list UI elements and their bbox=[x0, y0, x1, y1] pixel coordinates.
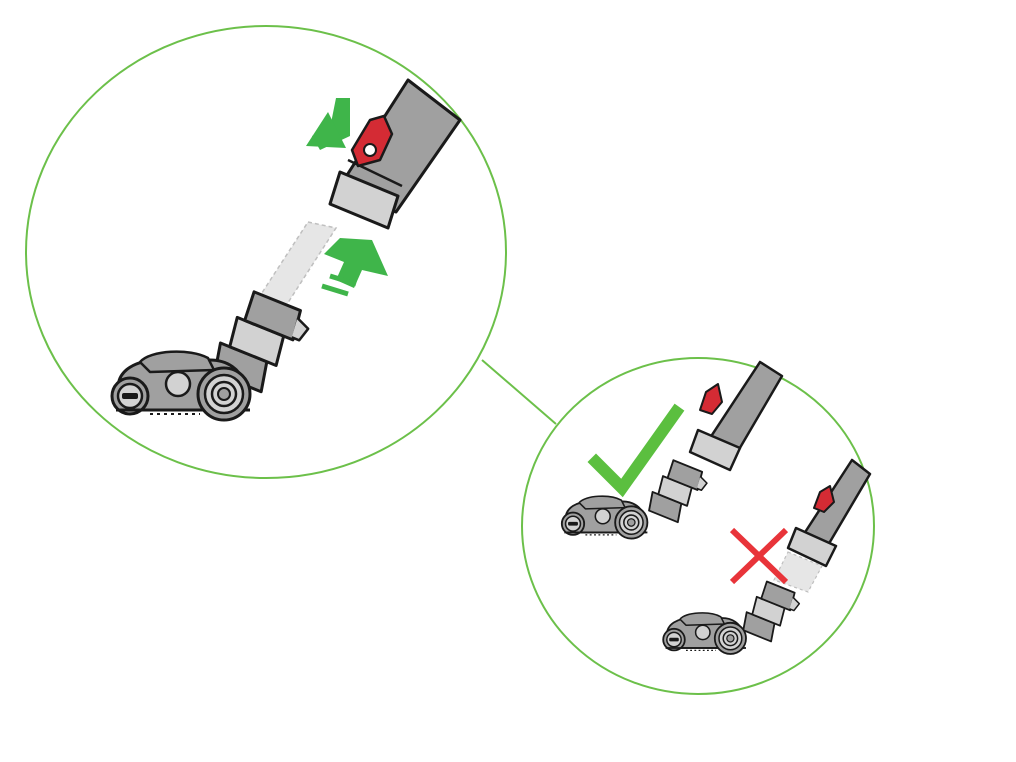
result-panel bbox=[521, 357, 875, 695]
arrow-up-right-icon bbox=[321, 238, 388, 297]
detail-panel bbox=[25, 25, 507, 479]
release-latch bbox=[350, 114, 394, 168]
cross-mark-icon bbox=[729, 527, 789, 585]
arrow-down-right-icon bbox=[306, 98, 350, 150]
connector-line bbox=[481, 359, 557, 425]
wand-upper bbox=[328, 78, 462, 230]
detail-circle-outline bbox=[25, 25, 507, 479]
correct-assembly bbox=[560, 360, 784, 540]
check-mark-icon bbox=[587, 403, 685, 498]
result-circle-outline bbox=[521, 357, 875, 695]
incorrect-assembly bbox=[662, 458, 872, 655]
